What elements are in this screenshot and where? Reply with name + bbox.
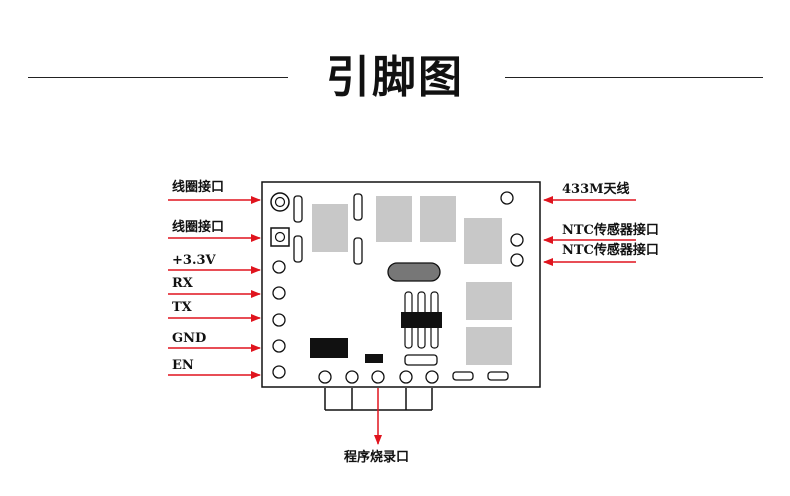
pin-hole-tx [272,313,286,327]
programming-hole [399,370,413,384]
pin-label-antenna: 433M天线 [562,182,630,197]
vertical-pad [293,235,303,263]
pin-hole-3v3 [272,260,286,274]
left-arrows [168,196,261,379]
programming-hole [425,370,439,384]
right-arrows [543,196,636,266]
ic-chip [420,196,456,242]
horizontal-pad [404,354,438,366]
pin-label-ntc-2: NTC传感器接口 [562,243,659,258]
title-rule-right [505,77,763,78]
antenna-hole [500,191,514,205]
vertical-pad [293,195,303,223]
ntc-hole-2 [510,253,524,267]
black-component-small [365,354,383,363]
crystal-oscillator [387,262,441,282]
ic-chip [466,327,512,365]
ic-chip [464,218,502,264]
ic-chip [312,204,348,252]
pin-hole-en [272,365,286,379]
pin-label-coil-2: 线圈接口 [172,220,225,235]
horizontal-pad [487,371,509,381]
ntc-hole-1 [510,233,524,247]
pin-label-en: EN [172,358,194,373]
coil-pad-2-hole [274,231,286,243]
pin-label-ntc-1: NTC传感器接口 [562,223,659,238]
vertical-pad [353,237,363,265]
programming-hole [318,370,332,384]
pin-label-tx: TX [172,300,192,315]
ic-chip [376,196,412,242]
transistor-body [401,312,442,328]
coil-pad-1-hole [274,196,286,208]
pin-label-rx: RX [172,276,193,291]
pin-label-coil-1: 线圈接口 [172,180,225,195]
pin-label-gnd: GND [172,331,207,346]
ic-chip [466,282,512,320]
pin-label-3v3: +3.3V [172,253,216,268]
black-component-large [310,338,348,358]
page-title: 引脚图 [326,52,464,103]
horizontal-pad [452,371,474,381]
pin-label-programming: 程序烧录口 [344,450,410,465]
programming-hole [345,370,359,384]
pin-hole-rx [272,286,286,300]
vertical-pad [353,193,363,221]
pin-hole-gnd [272,339,286,353]
title-rule-left [28,77,288,78]
programming-hole [371,370,385,384]
